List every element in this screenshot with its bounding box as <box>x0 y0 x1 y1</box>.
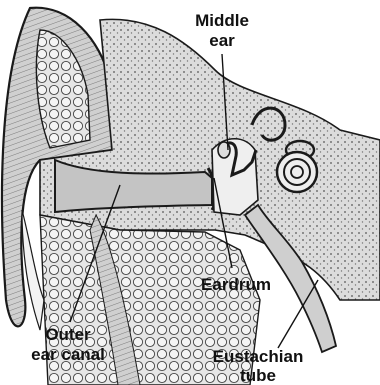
middle-ear-label-line1: Middle <box>195 11 249 30</box>
eustachian-tube-label-line2: tube <box>240 366 276 385</box>
outer-ear-canal-label-line2: ear canal <box>31 345 105 364</box>
cochlea <box>277 152 317 192</box>
middle-ear-label-line2: ear <box>209 31 235 50</box>
outer-ear-canal-label-line1: Outer <box>45 325 91 344</box>
eustachian-tube-label-line1: Eustachian <box>213 347 304 366</box>
eardrum-label: Eardrum <box>201 275 271 294</box>
